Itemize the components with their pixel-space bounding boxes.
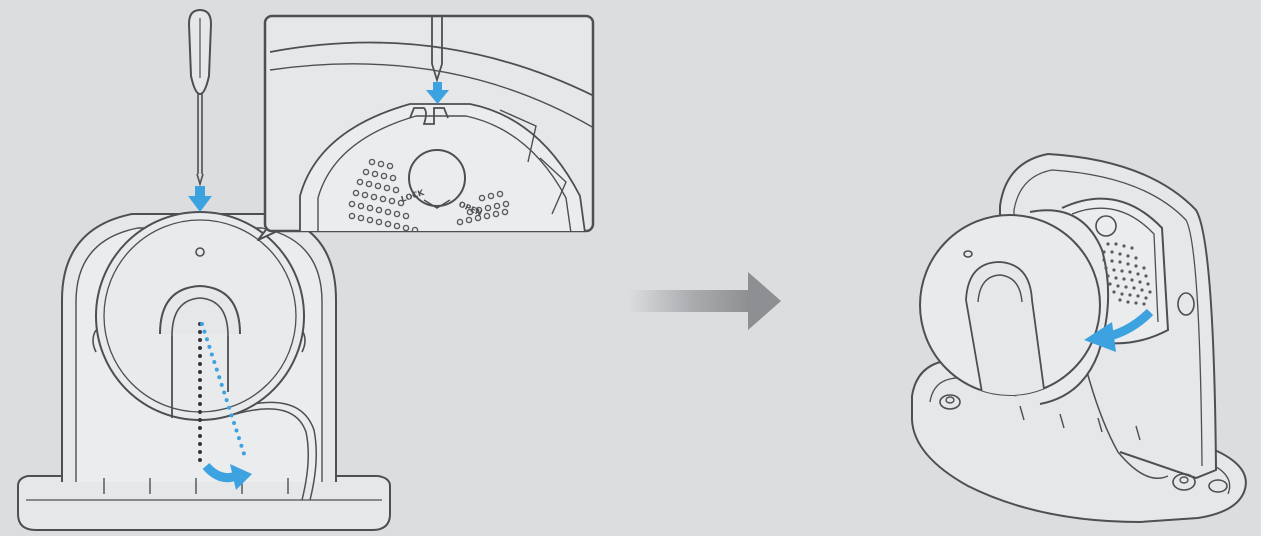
next-step-arrow-icon	[628, 272, 781, 330]
detail-callout: LOCK OPEN	[258, 16, 594, 240]
screwdriver-icon	[189, 10, 211, 184]
camera-front-view	[18, 212, 390, 530]
down-arrow-icon	[188, 186, 212, 212]
camera-angled-view	[912, 154, 1246, 522]
